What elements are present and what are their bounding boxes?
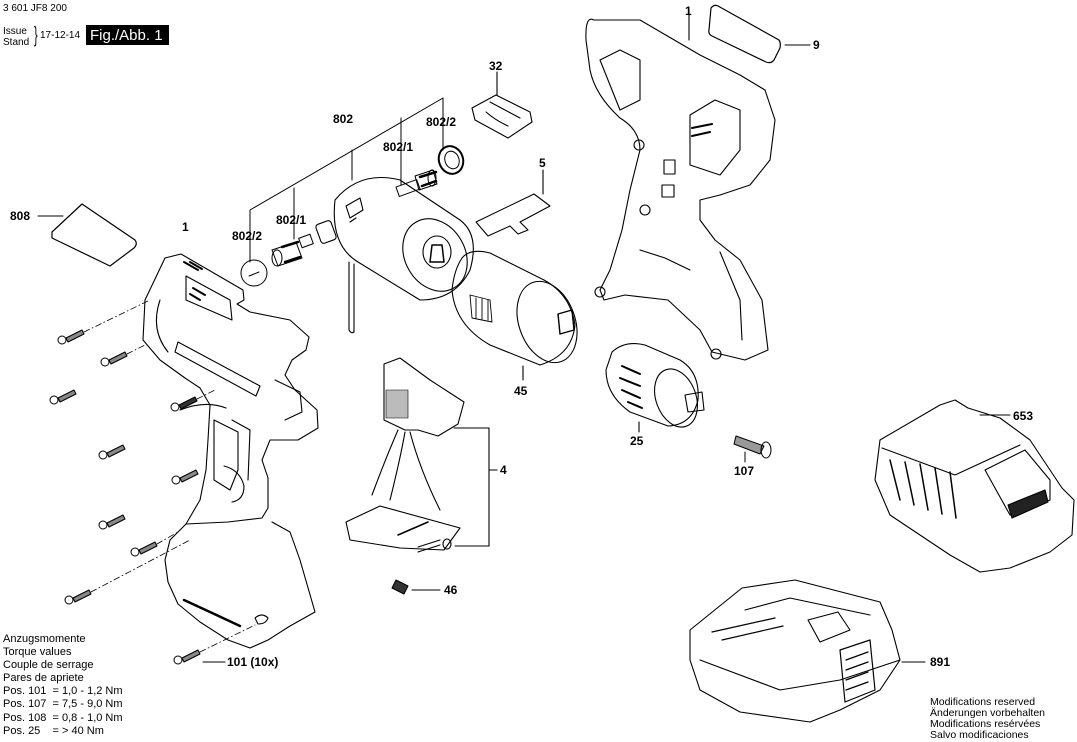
screw bbox=[99, 445, 125, 459]
torque-line: Couple de serrage bbox=[3, 659, 94, 672]
torque-line: Pos. 108 = 0,8 - 1,0 Nm bbox=[3, 711, 123, 724]
issue-label-en: Issue bbox=[3, 26, 27, 37]
screw bbox=[50, 390, 76, 404]
brush-holder-left bbox=[272, 234, 313, 266]
torque-values: Anzugsmomente Torque values Couple de se… bbox=[3, 633, 123, 738]
label-battery: 891 bbox=[930, 655, 951, 669]
torque-line: Anzugsmomente bbox=[3, 633, 86, 645]
modifications-line: Modifications reserved bbox=[930, 696, 1036, 708]
screw bbox=[65, 590, 91, 604]
part-number: 3 601 JF8 200 bbox=[3, 3, 67, 14]
brush-holder-right bbox=[396, 170, 437, 196]
modifications-notice: Modifications reserved Änderungen vorbeh… bbox=[930, 697, 1045, 741]
figure-label: Fig./Abb. 1 bbox=[86, 25, 169, 45]
gearbox-45 bbox=[452, 251, 588, 380]
label-motor: 802 bbox=[333, 112, 354, 126]
torque-line: Pos. 107 = 7,5 - 9,0 Nm bbox=[3, 698, 123, 711]
brush-cap-left bbox=[241, 260, 267, 286]
spring-46 bbox=[392, 580, 440, 594]
screw bbox=[101, 352, 127, 366]
label-slider: 5 bbox=[539, 156, 546, 170]
label-spring: 46 bbox=[444, 583, 458, 597]
switch-assembly-4 bbox=[346, 358, 497, 552]
screw bbox=[171, 397, 197, 411]
torque-line: Torque values bbox=[3, 646, 72, 659]
brace: } bbox=[34, 22, 38, 47]
motor-802 bbox=[315, 178, 480, 333]
brush-cap-right bbox=[435, 143, 467, 178]
label-brush-cap-left: 802/2 bbox=[232, 229, 263, 243]
slider-5 bbox=[476, 170, 550, 236]
label-808: 808 bbox=[10, 209, 31, 223]
modifications-line: Modifications resérvées bbox=[930, 718, 1041, 730]
label-gearbox: 45 bbox=[514, 384, 528, 398]
torque-line: Pos. 25 = > 40 Nm bbox=[3, 724, 104, 737]
label-brush-holder-right: 802/1 bbox=[383, 140, 414, 154]
label-brush-holder-left: 802/1 bbox=[276, 213, 307, 227]
label-brush-cap-right: 802/2 bbox=[426, 115, 457, 129]
chuck-screw-107 bbox=[734, 436, 771, 462]
label-housing-right: 1 bbox=[685, 4, 692, 18]
label-charger: 653 bbox=[1013, 409, 1034, 423]
torque-line: Pares de apriete bbox=[3, 672, 84, 685]
switch-cover-32 bbox=[472, 72, 532, 138]
modifications-line: Änderungen vorbehalten bbox=[930, 707, 1046, 719]
nameplate-9 bbox=[709, 5, 810, 62]
screws-101 bbox=[50, 300, 255, 664]
label-switch-cover: 32 bbox=[489, 59, 503, 73]
screw bbox=[172, 470, 198, 484]
label-chuck-screw: 107 bbox=[734, 464, 755, 478]
screw bbox=[174, 650, 200, 664]
charger-653 bbox=[875, 400, 1074, 572]
label-screws: 101 (10x) bbox=[227, 655, 279, 669]
housing-left bbox=[143, 254, 318, 648]
label-switch-assembly: 4 bbox=[500, 463, 507, 477]
housing-right bbox=[586, 10, 775, 360]
chuck-25 bbox=[606, 344, 705, 434]
nameplate-808 bbox=[38, 204, 136, 266]
issue-date: 17-12-14 bbox=[40, 30, 81, 41]
battery-891 bbox=[690, 580, 925, 722]
label-housing-left: 1 bbox=[182, 220, 189, 234]
motor-leader-lines bbox=[250, 98, 443, 262]
issue-label: Issue Stand bbox=[3, 26, 29, 48]
screw bbox=[131, 542, 157, 556]
screw bbox=[99, 515, 125, 529]
label-chuck: 25 bbox=[630, 434, 644, 448]
screw bbox=[58, 330, 84, 344]
modifications-line: Salvo modificaciones bbox=[930, 729, 1029, 741]
torque-line: Pos. 101 = 1,0 - 1,2 Nm bbox=[3, 685, 123, 698]
issue-label-de: Stand bbox=[3, 37, 30, 48]
label-nameplate-9: 9 bbox=[813, 38, 820, 52]
